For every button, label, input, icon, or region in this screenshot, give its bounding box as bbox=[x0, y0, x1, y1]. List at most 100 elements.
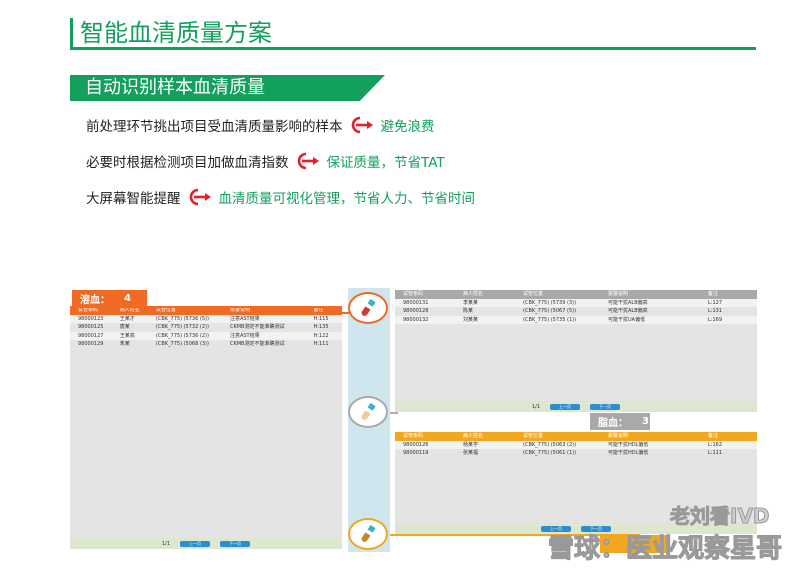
lipemia-panel: 试管条码 病人姓名 试管位置 报警说明 备注 98000126 杨某学 (CBK_775) (… bbox=[395, 432, 757, 534]
hemolysis-tab[interactable]: 溶血： 4 bbox=[72, 290, 147, 307]
table-cell: L:162 bbox=[708, 441, 723, 448]
icterus-tube-icon bbox=[348, 396, 388, 428]
column-header: 备注 bbox=[708, 433, 719, 439]
table-cell: (CBK_775) (5732 (2)) bbox=[155, 324, 209, 330]
column-header: 病人姓名 bbox=[463, 433, 484, 439]
table-cell: 98000123 bbox=[78, 315, 104, 322]
lipemia-tab[interactable]: 脂血：3 bbox=[590, 413, 650, 430]
bullet-result: 保证质量，节省TAT bbox=[326, 155, 445, 171]
table-cell: (CBK_775) (5736 (2)) bbox=[155, 332, 209, 339]
table-cell: (CBK_775) (5736 (5)) bbox=[155, 315, 209, 322]
column-header: 试管条码 bbox=[403, 433, 424, 439]
tab-label: 溶血： bbox=[80, 295, 110, 306]
table-cell: 98000127 bbox=[78, 332, 104, 339]
arrow-icon bbox=[189, 188, 211, 206]
table-cell: L:169 bbox=[708, 316, 723, 323]
table-header: 试管条码 病人姓名 试管位置 报警说明 备注 bbox=[395, 290, 757, 299]
table-cell: (CBK_775) (5067 (5)) bbox=[523, 308, 577, 314]
table-cell: 唐某 bbox=[119, 324, 130, 330]
table-cell: L:127 bbox=[708, 299, 723, 306]
table-row[interactable]: 98000132 刘某某 (CBK_775) (5735 (1)) 可能干扰UA偏低 L… bbox=[395, 315, 757, 324]
bullet-result: 血清质量可视化管理，节省人力、节省时间 bbox=[218, 191, 476, 207]
section-banner: 自动识别样本血清质量 bbox=[70, 75, 385, 101]
column-header: 试管位置 bbox=[523, 433, 544, 439]
title-divider bbox=[70, 47, 756, 50]
table-cell: CKMB测定不能准确测试 bbox=[229, 324, 285, 330]
prev-button[interactable]: 上一页 bbox=[541, 525, 571, 532]
table-header: 试管条码 病人姓名 试管位置 报警说明 备注 bbox=[70, 306, 342, 315]
table-cell: 张某福 bbox=[463, 450, 479, 456]
table-cell: 注意AST结果 bbox=[229, 332, 260, 339]
hemolysis-tube-icon bbox=[348, 292, 388, 324]
table-cell: 98000129 bbox=[78, 341, 104, 347]
table-cell: (CBK_775) (5739 (3)) bbox=[523, 299, 577, 306]
table-cell: 可能干扰HDL偏低 bbox=[608, 450, 649, 456]
page-title: 智能血清质量方案 bbox=[80, 19, 272, 47]
table-cell: 刘某某 bbox=[463, 316, 479, 323]
table-cell: L:111 bbox=[708, 450, 723, 456]
column-header: 试管位置 bbox=[523, 291, 544, 297]
bullet-item: 前处理环节挑出项目受血清质量影响的样本避免浪费 bbox=[86, 115, 435, 135]
next-button[interactable]: 下一页 bbox=[581, 525, 611, 532]
connector bbox=[390, 534, 640, 536]
bullet-text: 前处理环节挑出项目受血清质量影响的样本 bbox=[86, 119, 343, 135]
connector bbox=[390, 412, 398, 414]
tab-count: 4 bbox=[124, 293, 131, 304]
table-cell: (CBK_775) (5063 (2)) bbox=[523, 441, 577, 448]
prev-button[interactable]: 上一页 bbox=[180, 540, 211, 547]
connector bbox=[340, 312, 350, 314]
table-row[interactable]: 98000125 唐某 (CBK_775) (5732 (2)) CKMB测定不能准确… bbox=[70, 323, 342, 332]
table-cell: 可能干扰ALB偏高 bbox=[608, 299, 648, 306]
arrow-icon bbox=[351, 116, 373, 134]
table-cell: H:135 bbox=[313, 324, 329, 330]
watermark: 老刘看IVD bbox=[670, 504, 771, 529]
table-cell: 98000125 bbox=[78, 324, 104, 330]
tab-label: 脂血： bbox=[598, 418, 628, 429]
column-header: 病人姓名 bbox=[119, 307, 140, 313]
page-indicator: 1/1 bbox=[531, 403, 541, 410]
column-header: 报警说明 bbox=[608, 433, 629, 439]
table-cell: (CBK_775) (5735 (1)) bbox=[523, 316, 577, 323]
bullet-text: 必要时根据检测项目加做血清指数 bbox=[86, 155, 289, 171]
table-cell: 98000132 bbox=[403, 316, 429, 323]
table-cell: L:131 bbox=[708, 308, 723, 314]
table-cell: 注意AST结果 bbox=[229, 315, 260, 322]
table-cell: 可能干扰UA偏低 bbox=[608, 316, 646, 323]
column-header: 病人姓名 bbox=[463, 291, 484, 297]
watermark: 雪球：医业观察星哥 bbox=[547, 534, 783, 565]
pager: 1/1 上一页 下一页 bbox=[70, 538, 342, 549]
hemolysis-table: 试管条码 病人姓名 试管位置 报警说明 备注 98000123 王某才 (CBK_775) (… bbox=[70, 306, 342, 349]
column-header: 报警说明 bbox=[229, 307, 250, 313]
table-cell: (CBK_775) (5068 (3)) bbox=[155, 341, 209, 347]
next-button[interactable]: 下一页 bbox=[220, 540, 251, 547]
column-header: 备注 bbox=[313, 307, 324, 313]
tab-underline bbox=[72, 306, 342, 308]
table-cell: CKMB测定不能准确测试 bbox=[229, 341, 285, 347]
table-cell: H:122 bbox=[313, 332, 329, 339]
pager: 上一页 下一页 bbox=[395, 523, 757, 534]
column-header: 试管条码 bbox=[403, 291, 424, 297]
table-row[interactable]: 98000129 朱某 (CBK_775) (5068 (3)) CKMB测定不能准确… bbox=[70, 340, 342, 349]
table-cell: 杨某学 bbox=[463, 441, 479, 448]
prev-button[interactable]: 上一页 bbox=[550, 403, 581, 410]
table-row[interactable]: 98000126 杨某学 (CBK_775) (5063 (2)) 可能干扰HDL偏低… bbox=[395, 440, 757, 449]
column-header: 试管位置 bbox=[155, 307, 176, 313]
next-button[interactable]: 下一页 bbox=[590, 403, 621, 410]
table-cell: H:111 bbox=[313, 341, 329, 347]
column-header: 备注 bbox=[708, 291, 719, 297]
table-cell: 98000128 bbox=[403, 308, 429, 314]
column-header: 试管条码 bbox=[78, 307, 99, 313]
page-indicator: 1/1 bbox=[161, 540, 171, 547]
table-cell: 朱某 bbox=[119, 341, 130, 347]
column-header: 报警说明 bbox=[608, 291, 629, 297]
table-cell: 王某才 bbox=[119, 315, 135, 322]
title-accent-bar bbox=[70, 18, 73, 50]
table-cell: 98000126 bbox=[403, 441, 429, 448]
table-cell: 可能干扰HDL偏低 bbox=[608, 441, 649, 448]
